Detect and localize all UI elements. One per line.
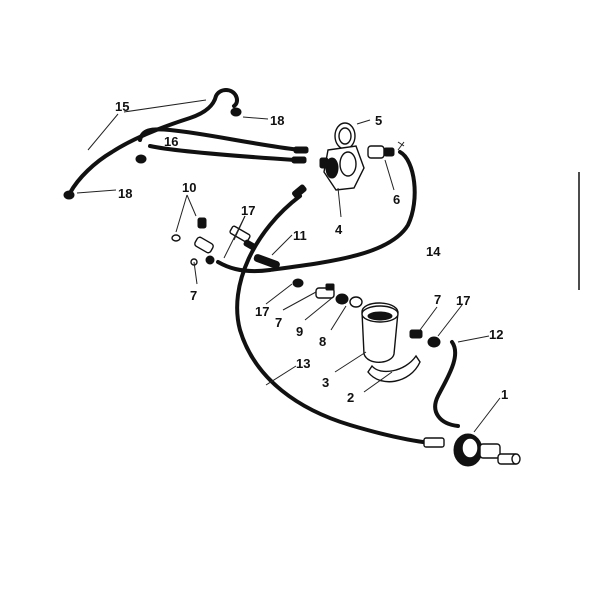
callout-13: 13 (296, 356, 310, 371)
callout-10: 10 (182, 180, 196, 195)
hose-15 (68, 88, 238, 195)
valve-assembly-10 (171, 217, 257, 266)
callout-7-right: 7 (434, 292, 441, 307)
callout-1: 1 (501, 387, 508, 402)
callout-17-middle: 17 (255, 304, 269, 319)
hose-16 (138, 127, 302, 152)
hose-16-lower (148, 144, 297, 162)
fitting-11 (253, 254, 280, 269)
callout-15: 15 (115, 99, 129, 114)
callout-14: 14 (426, 244, 441, 259)
pump-1 (453, 433, 521, 467)
fitting-17-right (427, 336, 441, 348)
callout-17-top: 17 (241, 203, 255, 218)
callout-12: 12 (489, 327, 503, 342)
callout-9: 9 (296, 324, 303, 339)
regulator-4 (319, 122, 365, 191)
hose-15-end-cap (63, 190, 75, 200)
fitting-6 (367, 141, 405, 159)
plug-18-top (230, 107, 242, 117)
callout-11: 11 (293, 228, 307, 243)
callout-7-middle: 7 (275, 315, 282, 330)
callout-7-left: 7 (190, 288, 197, 303)
callout-8: 8 (319, 334, 326, 349)
plug-18-left (135, 154, 147, 164)
hose-13-top-fitting (292, 184, 307, 199)
hose-16-fitting-lower (291, 156, 307, 164)
hose-16-fitting (293, 146, 309, 154)
callout-16: 16 (164, 134, 178, 149)
callout-3: 3 (322, 375, 329, 390)
filter-bowl-3 (361, 302, 421, 383)
callout-17-right: 17 (456, 293, 470, 308)
callout-2: 2 (347, 390, 354, 405)
fitting-7-right (409, 329, 423, 339)
fitting-chain (292, 278, 363, 308)
hose-13 (235, 194, 432, 445)
callout-18-left: 18 (118, 186, 132, 201)
callout-5: 5 (375, 113, 382, 128)
callout-6: 6 (393, 192, 400, 207)
hose-13-pump-fitting (423, 437, 445, 448)
leader-lines (76, 99, 501, 433)
callout-4: 4 (335, 222, 343, 237)
callout-18-top: 18 (270, 113, 284, 128)
hose-15-hook (232, 94, 240, 108)
hose-12 (433, 340, 460, 428)
